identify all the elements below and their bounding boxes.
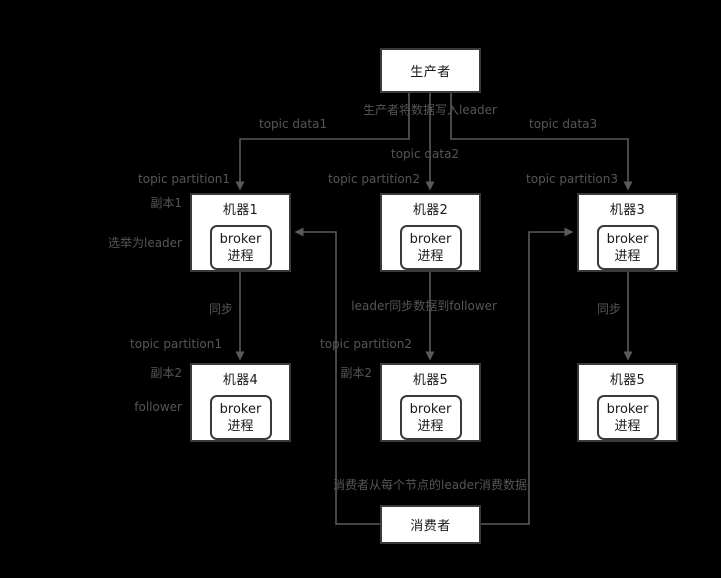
- broker-process-box: broker 进程: [596, 395, 659, 440]
- broker-label: broker: [606, 231, 649, 247]
- broker-label: broker: [409, 401, 452, 417]
- label-replica2-mid: 副本2: [340, 366, 372, 380]
- label-sync-right: 同步: [596, 302, 621, 316]
- broker-process-box: broker 进程: [209, 225, 272, 270]
- broker-label: broker: [409, 231, 452, 247]
- broker-process-box: broker 进程: [209, 395, 272, 440]
- broker-process-box: broker 进程: [399, 395, 462, 440]
- machine-node-5[interactable]: 机器5 broker 进程: [380, 363, 481, 442]
- label-replica2-left: 副本2: [150, 366, 182, 380]
- broker-process-box: broker 进程: [399, 225, 462, 270]
- consumer-label: 消费者: [410, 519, 451, 534]
- label-topic-partition1-bottom: topic partition1: [130, 337, 222, 351]
- label-elected-leader: 选举为leader: [107, 236, 182, 250]
- process-label: 进程: [614, 248, 641, 264]
- producer-node[interactable]: 生产者: [380, 48, 481, 93]
- broker-label: broker: [606, 401, 649, 417]
- label-consumer-reads: 消费者从每个节点的leader消费数据: [332, 478, 527, 492]
- machine-name: 机器5: [609, 373, 646, 388]
- machine-node-2[interactable]: 机器2 broker 进程: [380, 193, 481, 272]
- label-topic-data2: topic data2: [391, 147, 460, 161]
- machine-name: 机器5: [412, 373, 449, 388]
- process-label: 进程: [614, 418, 641, 434]
- machine-name: 机器1: [222, 203, 259, 218]
- label-producer-writes: 生产者将数据写入leader: [362, 103, 497, 117]
- machine-name: 机器2: [412, 203, 449, 218]
- broker-label: broker: [219, 231, 262, 247]
- producer-label: 生产者: [410, 65, 451, 80]
- machine-node-6[interactable]: 机器5 broker 进程: [577, 363, 678, 442]
- machine-name: 机器4: [222, 373, 259, 388]
- label-leader-sync-follower: leader同步数据到follower: [351, 299, 497, 313]
- label-topic-data1: topic data1: [259, 117, 328, 131]
- process-label: 进程: [417, 248, 444, 264]
- label-replica1: 副本1: [150, 196, 182, 210]
- label-follower: follower: [134, 400, 182, 414]
- machine-node-3[interactable]: 机器3 broker 进程: [577, 193, 678, 272]
- label-topic-partition2-top: topic partition2: [328, 172, 420, 186]
- process-label: 进程: [227, 248, 254, 264]
- broker-label: broker: [219, 401, 262, 417]
- process-label: 进程: [227, 418, 254, 434]
- machine-name: 机器3: [609, 203, 646, 218]
- label-topic-partition1-top: topic partition1: [138, 172, 230, 186]
- label-sync-left: 同步: [208, 302, 233, 316]
- label-topic-data3: topic data3: [529, 117, 598, 131]
- broker-process-box: broker 进程: [596, 225, 659, 270]
- machine-node-1[interactable]: 机器1 broker 进程: [190, 193, 291, 272]
- machine-node-4[interactable]: 机器4 broker 进程: [190, 363, 291, 442]
- process-label: 进程: [417, 418, 444, 434]
- label-topic-partition3-top: topic partition3: [526, 172, 618, 186]
- label-topic-partition2-bottom: topic partition2: [320, 337, 412, 351]
- consumer-node[interactable]: 消费者: [380, 505, 481, 544]
